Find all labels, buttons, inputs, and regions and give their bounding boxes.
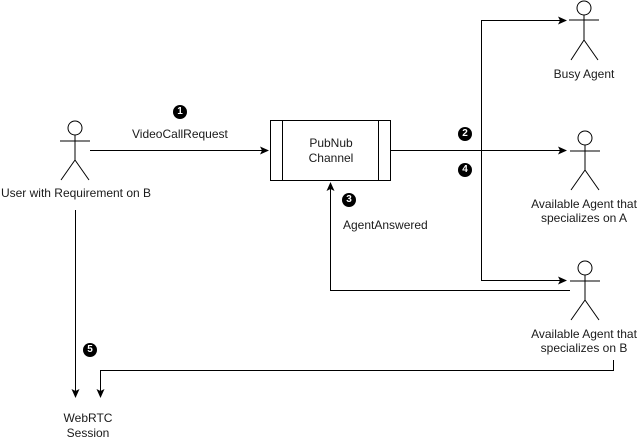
user-actor-icon — [60, 120, 90, 181]
agent-b-label-line1: Available Agent that — [531, 327, 637, 341]
step-badge-2: 2 — [458, 127, 472, 141]
pubnub-channel-box — [270, 120, 391, 181]
agent-b-actor-icon — [570, 260, 600, 321]
agent-a-label-line2: specializes on A — [540, 211, 628, 225]
step-badge-3: 3 — [342, 193, 356, 207]
webrtc-session-line2: Session — [66, 426, 110, 440]
agent-a-label-line1: Available Agent that — [531, 197, 637, 211]
edge-agent-b-to-webrtc — [96, 360, 614, 398]
agent-a-actor-icon — [570, 130, 600, 191]
step-badge-5: 5 — [83, 343, 97, 357]
busy-agent-label: Busy Agent — [553, 67, 615, 81]
channel-label-line1: PubNub — [309, 136, 353, 150]
webrtc-session-line1: WebRTC — [63, 411, 113, 425]
edge-agent-answered — [326, 182, 570, 291]
channel-label-line2: Channel — [308, 151, 354, 165]
step-badge-4: 4 — [458, 163, 472, 177]
agent-b-label-line2: specializes on B — [540, 341, 628, 355]
edge-to-agent-b — [481, 150, 567, 285]
busy-agent-actor-icon — [569, 0, 599, 61]
user-label: User with Requirement on B — [0, 186, 152, 200]
video-call-request-label: VideoCallRequest — [132, 127, 228, 141]
agent-answered-label: AgentAnswered — [343, 218, 428, 232]
step-badge-1: 1 — [173, 105, 187, 119]
